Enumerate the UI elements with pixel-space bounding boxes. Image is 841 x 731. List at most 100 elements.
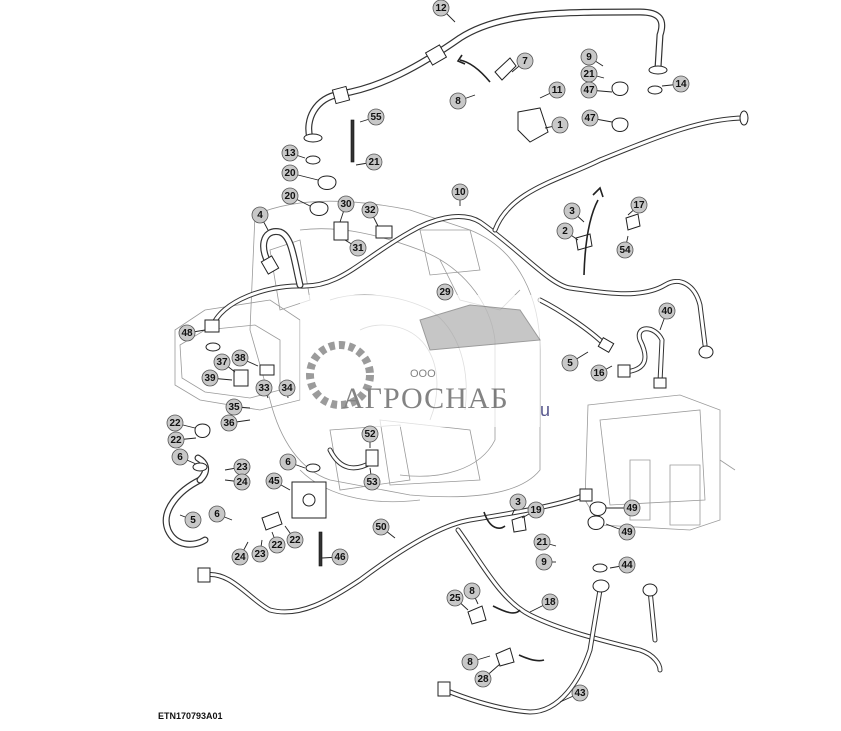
callout-number: 40 bbox=[661, 306, 673, 317]
callout-circle bbox=[509, 493, 527, 511]
callout-balloon: 18 bbox=[541, 593, 559, 611]
callout-number: 2 bbox=[562, 226, 568, 237]
callout-number: 8 bbox=[455, 96, 461, 107]
callout-balloon: 11 bbox=[548, 81, 566, 99]
callout-circle bbox=[563, 202, 581, 220]
callout-balloon: 36 bbox=[220, 414, 238, 432]
callout-number: 45 bbox=[268, 476, 280, 487]
callout-balloon: 38 bbox=[231, 349, 249, 367]
callout-circle bbox=[265, 472, 283, 490]
callout-balloon: 48 bbox=[178, 324, 196, 342]
callout-number: 3 bbox=[569, 206, 575, 217]
callout-number: 6 bbox=[214, 509, 220, 520]
callout-number: 5 bbox=[567, 358, 573, 369]
callout-number: 4 bbox=[257, 210, 263, 221]
callout-circle bbox=[201, 369, 219, 387]
callout-circle bbox=[231, 548, 249, 566]
callout-circle bbox=[372, 518, 390, 536]
callout-balloon: 4 bbox=[251, 206, 269, 224]
callout-balloon: 10 bbox=[451, 183, 469, 201]
callout-balloon: 23 bbox=[251, 545, 269, 563]
callout-number: 23 bbox=[236, 462, 248, 473]
callout-balloon: 22 bbox=[268, 536, 286, 554]
callout-circle bbox=[220, 414, 238, 432]
callout-number: 47 bbox=[583, 85, 595, 96]
callout-number: 54 bbox=[619, 245, 631, 256]
callout-number: 9 bbox=[541, 557, 547, 568]
callout-number: 18 bbox=[544, 597, 556, 608]
callout-balloon: 23 bbox=[233, 458, 251, 476]
callout-circle bbox=[278, 379, 296, 397]
callout-circle bbox=[184, 511, 202, 529]
callout-number: 3 bbox=[515, 497, 521, 508]
pipe-40 bbox=[617, 326, 667, 389]
callout-balloon: 7 bbox=[516, 52, 534, 70]
callout-balloon: 47 bbox=[581, 109, 599, 127]
callout-number: 50 bbox=[375, 522, 387, 533]
callout-balloon: 5 bbox=[561, 354, 579, 372]
callout-circle bbox=[167, 431, 185, 449]
callout-circle bbox=[367, 108, 385, 126]
callout-balloon: 44 bbox=[618, 556, 636, 574]
transmission-housing-outline bbox=[174, 200, 736, 531]
pipe-18 bbox=[455, 527, 663, 673]
hose-12 bbox=[303, 8, 668, 143]
callout-circle bbox=[286, 531, 304, 549]
callout-circle bbox=[535, 553, 553, 571]
callout-circle bbox=[590, 364, 608, 382]
callout-circle bbox=[463, 582, 481, 600]
callout-balloon: 21 bbox=[580, 65, 598, 83]
callout-circle bbox=[556, 222, 574, 240]
callout-number: 29 bbox=[439, 287, 451, 298]
callout-number: 11 bbox=[552, 85, 563, 96]
callout-number: 6 bbox=[285, 457, 291, 468]
callout-balloon: 21 bbox=[533, 533, 551, 551]
callout-number: 16 bbox=[593, 368, 605, 379]
callout-number: 22 bbox=[170, 435, 182, 446]
callout-number: 36 bbox=[223, 418, 235, 429]
callout-balloon: 33 bbox=[255, 379, 273, 397]
callout-number: 33 bbox=[258, 383, 270, 394]
callout-number: 19 bbox=[530, 505, 542, 516]
direction-arrows bbox=[456, 54, 604, 662]
watermark-brand: АГРОСНАБ bbox=[342, 382, 509, 415]
callout-balloon: 46 bbox=[331, 548, 349, 566]
callout-circle bbox=[231, 349, 249, 367]
callout-balloon: 14 bbox=[672, 75, 690, 93]
callout-balloon: 29 bbox=[436, 283, 454, 301]
callout-number: 1 bbox=[557, 120, 563, 131]
pipe-43 bbox=[437, 579, 610, 715]
callout-balloon: 17 bbox=[630, 196, 648, 214]
callout-number: 9 bbox=[586, 52, 592, 63]
callout-circle bbox=[337, 195, 355, 213]
callout-balloon: 43 bbox=[571, 684, 589, 702]
callout-circle bbox=[571, 684, 589, 702]
callout-number: 22 bbox=[169, 418, 181, 429]
callout-balloon: 8 bbox=[449, 92, 467, 110]
callout-number: 28 bbox=[477, 674, 489, 685]
callout-number: 32 bbox=[364, 205, 376, 216]
callout-circle bbox=[672, 75, 690, 93]
callout-number: 7 bbox=[522, 56, 528, 67]
callout-circle bbox=[446, 589, 464, 607]
callout-number: 24 bbox=[236, 477, 248, 488]
callout-circle bbox=[541, 593, 559, 611]
callout-circle bbox=[171, 448, 189, 466]
callout-balloon: 8 bbox=[463, 582, 481, 600]
hose-5-upper bbox=[537, 297, 615, 354]
callout-circle bbox=[581, 109, 599, 127]
callout-circle bbox=[281, 187, 299, 205]
callout-circle bbox=[361, 201, 379, 219]
callout-number: 21 bbox=[536, 537, 548, 548]
callout-number: 17 bbox=[633, 200, 645, 211]
callout-number: 49 bbox=[621, 527, 633, 538]
callout-balloon: 9 bbox=[535, 553, 553, 571]
callout-balloon: 1 bbox=[551, 116, 569, 134]
callout-circle bbox=[516, 52, 534, 70]
callout-circle bbox=[618, 523, 636, 541]
callout-circle bbox=[432, 0, 450, 17]
callout-balloon: 8 bbox=[461, 653, 479, 671]
callout-number: 48 bbox=[181, 328, 193, 339]
